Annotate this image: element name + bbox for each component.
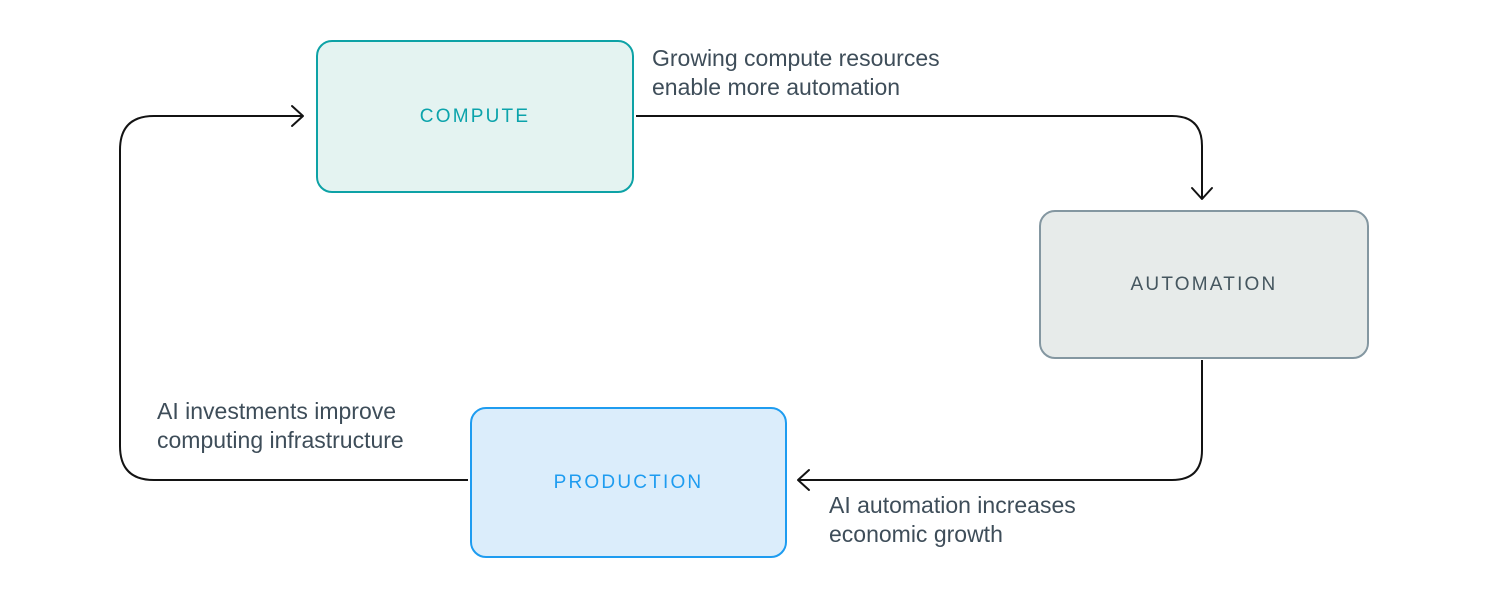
node-compute: COMPUTE	[316, 40, 634, 193]
node-compute-label: COMPUTE	[419, 105, 531, 127]
edge-label-line: computing infrastructure	[157, 427, 404, 453]
arrow-automation-to-production	[797, 360, 1203, 491]
arrow-production-to-compute	[119, 105, 468, 481]
edge-label-production-to-compute: AI investments improve computing infrast…	[157, 397, 404, 455]
edge-label-line: Growing compute resources	[652, 45, 940, 71]
node-production-label: PRODUCTION	[553, 471, 704, 493]
arrow-compute-to-automation	[636, 115, 1213, 200]
edge-label-line: AI investments improve	[157, 398, 397, 424]
edge-label-automation-to-production: AI automation increases economic growth	[829, 491, 1076, 549]
node-automation-label: AUTOMATION	[1130, 273, 1278, 295]
node-automation: AUTOMATION	[1039, 210, 1369, 359]
edge-label-line: economic growth	[829, 521, 1003, 547]
edge-label-line: AI automation increases	[829, 492, 1076, 518]
node-production: PRODUCTION	[470, 407, 787, 558]
edge-label-compute-to-automation: Growing compute resources enable more au…	[652, 44, 940, 102]
edge-label-line: enable more automation	[652, 74, 901, 100]
